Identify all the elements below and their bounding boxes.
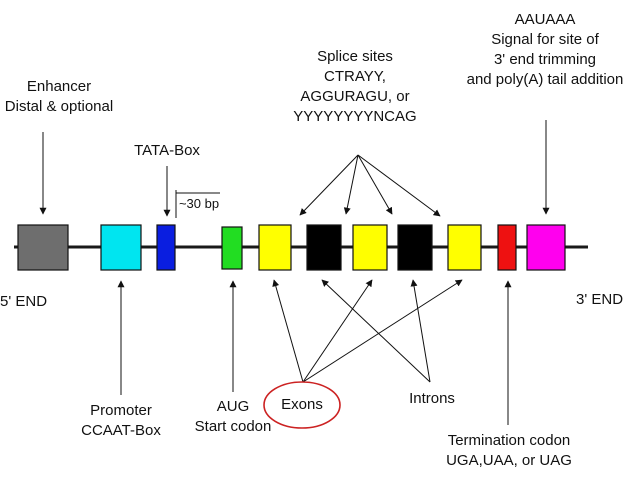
exon-arrow-3 (302, 279, 463, 383)
polya-signal-box (526, 224, 566, 271)
exon-1-box (258, 224, 292, 271)
introns-label: Introns (409, 390, 455, 407)
intron-arrow-2 (410, 279, 431, 383)
polya-signal-label: AAUAAA Signal for site of 3' end trimmin… (466, 11, 624, 88)
intron-arrow-1 (321, 279, 431, 383)
exon-arrow-2 (302, 279, 373, 383)
termination-codon-label: Termination codon UGA,UAA, or UAG (446, 432, 572, 469)
start-codon-box (221, 226, 243, 270)
splice-arrow-3 (357, 154, 393, 215)
spacing-bracket (175, 190, 220, 218)
five-prime-end-label: 5' END (0, 293, 48, 310)
splice-arrow-1 (299, 154, 359, 216)
three-prime-end-label: 3' END (576, 291, 624, 308)
exon-2-box (352, 224, 388, 271)
enhancer-box (17, 224, 69, 271)
tata-box (156, 224, 176, 271)
intron-1-box (306, 224, 342, 271)
exon-3-box (447, 224, 482, 271)
promoter-box (100, 224, 142, 271)
enhancer-label: Enhancer Distal & optional (4, 78, 114, 115)
splice-arrow-2 (343, 154, 359, 215)
splice-sites-label: Splice sites CTRAYY, AGGURAGU, or YYYYYY… (293, 48, 417, 125)
tata-box-label: TATA-Box (134, 142, 200, 159)
exons-circle (263, 381, 341, 429)
termination-codon-box (497, 224, 517, 271)
spacing-label: ~30 bp (178, 196, 220, 211)
exons-label: Exons (281, 396, 323, 413)
aug-label: AUG Start codon (194, 398, 272, 435)
promoter-label: Promoter CCAAT-Box (81, 402, 161, 439)
splice-arrow-4 (357, 154, 441, 217)
exon-arrow-1 (272, 279, 304, 383)
intron-2-box (397, 224, 433, 271)
